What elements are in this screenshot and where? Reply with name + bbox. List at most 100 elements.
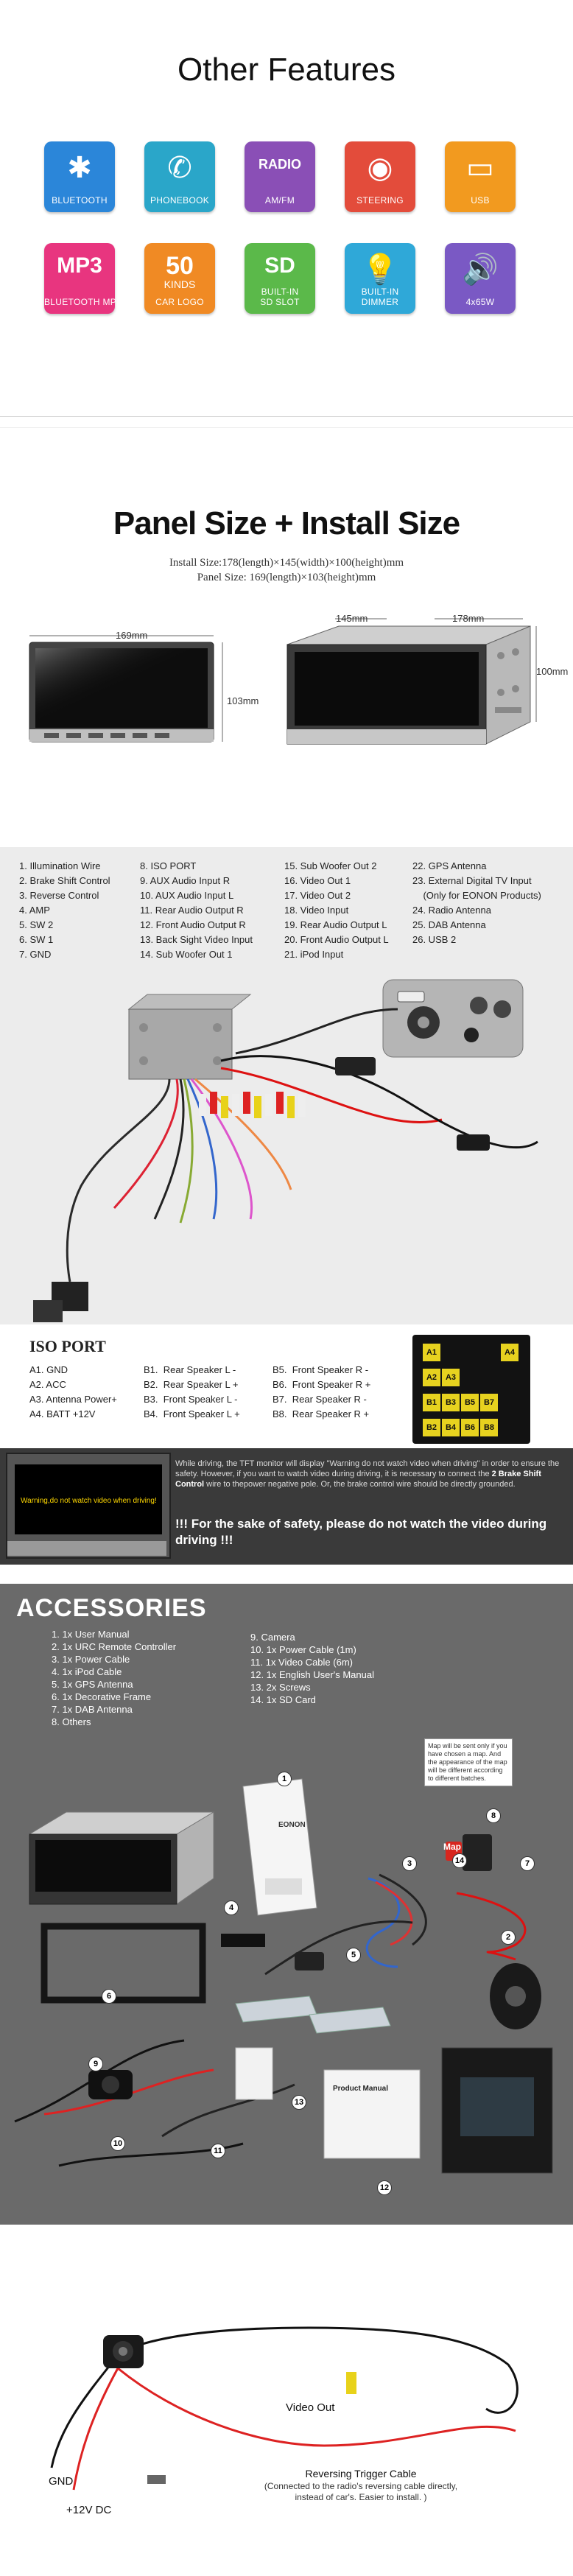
iso-pin-label: B1 (423, 1394, 440, 1411)
warning-headline: !!! For the sake of safety, please do no… (175, 1517, 547, 1547)
accessory-number-marker: 7 (520, 1856, 535, 1871)
feature-tile: ✱ BLUETOOTH (44, 141, 115, 212)
accessory-number-marker: 12 (377, 2180, 392, 2195)
feature-tile: 💡BUILT-IN DIMMER (345, 243, 415, 314)
mp3-icon: MP3 (57, 253, 102, 278)
feature-tile: ◉ STEERING (345, 141, 415, 212)
feature-label: USB (471, 195, 490, 206)
iso-pin-label: B3 (442, 1394, 460, 1411)
accessory-number-marker: 8 (486, 1808, 501, 1823)
accessories-list-1: 1. 1x User Manual 2. 1x URC Remote Contr… (52, 1629, 177, 1727)
radio-icon: RADIO (259, 157, 301, 172)
accessory-number-marker: 9 (88, 2057, 103, 2071)
install-width-label: 145mm (336, 613, 368, 624)
iso-pin-label: B6 (461, 1419, 479, 1436)
feature-label: BLUETOOTH (52, 195, 108, 206)
usb-icon: ▭ (466, 152, 494, 184)
map-note: Map will be sent only if you have chosen… (424, 1738, 513, 1786)
manual-brand: EONON (278, 1821, 306, 1829)
iso-a-list: A1. GND A2. ACC A3. Antenna Power+ A4. B… (29, 1364, 117, 1419)
accessories-list-2: 9. Camera 10. 1x Power Cable (1m) 11. 1x… (250, 1632, 374, 1705)
install-size-text: Install Size:178(length)×145(width)×100(… (169, 557, 404, 569)
bluetooth-icon: ✱ (67, 152, 92, 184)
accessory-number-marker: 11 (211, 2144, 225, 2158)
trigger-note: (Connected to the radio's reversing cabl… (264, 2481, 458, 2502)
accessories-photo (14, 1778, 553, 2174)
iso-pin-label: A2 (423, 1369, 440, 1386)
install-box-image (286, 625, 531, 745)
sd-card-icon: SD (264, 253, 295, 278)
accessory-number-marker: 10 (110, 2136, 125, 2151)
panel-width-label: 169mm (116, 630, 148, 641)
camera-wiring-panel (0, 2225, 573, 2576)
warning-screen-image: Warning,do not watch video when driving! (6, 1453, 171, 1559)
wiring-list-2: 8. ISO PORT 9. AUX Audio Input R 10. AUX… (140, 860, 253, 960)
trigger-title: Reversing Trigger Cable (305, 2468, 417, 2480)
warning-screen-text: Warning,do not watch video when driving! (21, 1497, 157, 1505)
install-length-label: 178mm (452, 613, 485, 624)
iso-b-list-1: B1. Rear Speaker L - B2. Rear Speaker L … (144, 1364, 240, 1419)
feature-label: BUILT-IN SD SLOT (260, 287, 300, 307)
iso-pin-label: A3 (442, 1369, 460, 1386)
steering-wheel-icon: ◉ (367, 152, 393, 184)
wiring-panel (0, 847, 573, 1326)
accessory-number-marker: 6 (102, 1989, 116, 2004)
warning-body: While driving, the TFT monitor will disp… (175, 1459, 560, 1489)
iso-pin-label: B4 (442, 1419, 460, 1436)
divider (0, 416, 573, 417)
feature-label: BUILT-IN DIMMER (361, 287, 399, 307)
install-height-label: 100mm (536, 666, 569, 677)
bulb-icon: 💡 (362, 253, 398, 286)
front-panel-image (29, 642, 214, 743)
iso-title: ISO PORT (29, 1337, 106, 1355)
wiring-list-1: 1. Illumination Wire 2. Brake Shift Cont… (19, 860, 110, 960)
power-label: +12V DC (66, 2504, 112, 2516)
manual-title: Product Manual (333, 2085, 389, 2093)
accessory-number-marker: 1 (277, 1772, 292, 1786)
iso-pin-label: A1 (423, 1344, 440, 1361)
feature-label: PHONEBOOK (150, 195, 210, 206)
accessory-number-marker: 2 (501, 1930, 516, 1945)
feature-tile: RADIO AM/FM (245, 141, 315, 212)
iso-pin-label: B2 (423, 1419, 440, 1436)
accessory-number-marker: 13 (292, 2095, 306, 2110)
iso-b-list-2: B5. Front Speaker R - B6. Front Speaker … (273, 1364, 371, 1419)
panel-dimension-drawing (29, 618, 537, 745)
accessories-title: ACCESSORIES (16, 1594, 207, 1622)
iso-pin-label: B8 (480, 1419, 498, 1436)
feature-label: AM/FM (264, 195, 295, 206)
gnd-label: GND (49, 2475, 74, 2488)
iso-pin-label: A4 (501, 1344, 518, 1361)
accessory-number-marker: 14 (452, 1853, 467, 1868)
feature-label: BLUETOOTH MP3 (44, 297, 122, 307)
feature-tile: ▭ USB (445, 141, 516, 212)
feature-tile: 🔊 4x65W (445, 243, 516, 314)
feature-label: 4x65W (465, 297, 495, 307)
feature-label: STEERING (356, 195, 404, 206)
panel-title: Panel Size + Install Size (113, 505, 460, 541)
phone-icon: ✆ (167, 152, 192, 184)
camera-wiring-diagram (50, 2326, 518, 2491)
panel-size-text: Panel Size: 169(length)×103(height)mm (197, 572, 376, 583)
feature-tile: SD BUILT-IN SD SLOT (245, 243, 315, 314)
features-title: Other Features (177, 52, 396, 88)
wiring-list-3: 15. Sub Woofer Out 2 16. Video Out 1 17.… (284, 860, 389, 960)
iso-pin-label: B7 (480, 1394, 498, 1411)
accessory-number-marker: 3 (402, 1856, 417, 1871)
accessory-number-marker: 4 (224, 1901, 239, 1915)
accessory-number-marker: 5 (346, 1948, 361, 1962)
panel-height-label: 103mm (227, 695, 259, 706)
video-out-label: Video Out (286, 2401, 335, 2414)
wiring-list-4: 22. GPS Antenna 23. External Digital TV … (412, 860, 541, 945)
divider (0, 427, 573, 428)
speaker-icon: 🔊 (462, 253, 499, 286)
wiring-diagram (33, 979, 538, 1322)
map-label: Map (443, 1842, 461, 1852)
feature-tile: ✆ PHONEBOOK (144, 141, 215, 212)
iso-pin-label: B5 (461, 1394, 479, 1411)
feature-label: CAR LOGO (155, 297, 204, 307)
